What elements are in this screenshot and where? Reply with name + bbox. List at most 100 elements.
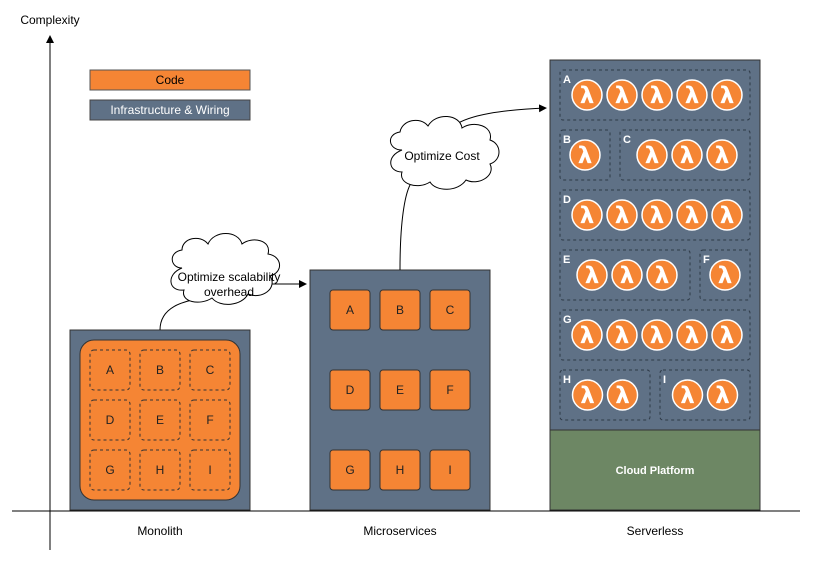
monolith-module — [139, 349, 181, 391]
column-label-serverless: Serverless — [627, 524, 684, 538]
microservice — [429, 369, 471, 411]
lambda-symbol: λ — [615, 203, 630, 229]
lambda-function-icon — [606, 199, 638, 231]
cloud-optimize-cost: Optimize Cost — [390, 116, 500, 190]
microservice-label: B — [396, 303, 404, 317]
transition-arrow-cost-end — [454, 104, 547, 126]
lambda-symbol: λ — [615, 83, 630, 109]
lambda-symbol: λ — [655, 263, 670, 289]
lambda-symbol: λ — [680, 383, 695, 409]
lambda-symbol: λ — [580, 383, 595, 409]
serverless-infrastructure — [549, 59, 761, 431]
serverless-group-label: G — [563, 314, 572, 326]
lambda-symbol: λ — [650, 323, 665, 349]
monolith-module — [89, 449, 131, 491]
microservice-label: D — [346, 383, 355, 397]
lambda-symbol: λ — [718, 263, 733, 289]
lambda-symbol: λ — [685, 83, 700, 109]
lambda-function-icon — [606, 319, 638, 351]
lambda-function-icon — [641, 199, 673, 231]
lambda-symbol: λ — [720, 83, 735, 109]
lambda-function-icon — [706, 139, 738, 171]
lambda-function-icon — [571, 379, 604, 411]
lambda-function-icon — [671, 379, 704, 411]
lambda-function-icon — [711, 319, 743, 351]
microservice-label: I — [448, 463, 451, 477]
monolith-module — [89, 349, 131, 391]
serverless-group — [559, 249, 691, 301]
cloud-optimize-scalability-line1: Optimize scalability — [178, 270, 281, 284]
lambda-function-icon — [571, 199, 603, 231]
serverless-group-label: E — [563, 254, 570, 266]
lambda-function-icon — [641, 79, 673, 111]
lambda-symbol: λ — [645, 143, 660, 169]
monolith-module-label: C — [206, 363, 215, 377]
microservice — [379, 449, 421, 491]
microservice-label: H — [396, 463, 405, 477]
monolith-module-label: E — [156, 413, 164, 427]
serverless-group-label: D — [563, 194, 571, 206]
microservice-label: A — [346, 303, 354, 317]
column-label-microservices: Microservices — [363, 524, 436, 538]
serverless-group-label: H — [563, 374, 571, 386]
serverless-group-label: B — [563, 134, 571, 146]
monolith-module-label: A — [106, 363, 114, 377]
lambda-function-icon — [569, 139, 601, 171]
lambda-symbol: λ — [715, 383, 730, 409]
monolith-module-label: B — [156, 363, 164, 377]
lambda-symbol: λ — [720, 323, 735, 349]
lambda-symbol: λ — [650, 83, 665, 109]
monolith-module — [139, 449, 181, 491]
lambda-function-icon — [606, 379, 639, 411]
microservice-label: G — [345, 463, 354, 477]
transition-arrow-cost — [399, 184, 411, 271]
lambda-symbol: λ — [615, 323, 630, 349]
serverless-group-label: I — [663, 374, 666, 386]
microservice — [429, 449, 471, 491]
lambda-symbol: λ — [615, 383, 630, 409]
microservice-label: E — [396, 383, 404, 397]
lambda-symbol: λ — [580, 83, 595, 109]
legend-code-label: Code — [156, 73, 185, 87]
lambda-function-icon — [641, 319, 673, 351]
monolith-module-label: H — [156, 463, 165, 477]
lambda-function-icon — [706, 379, 739, 411]
lambda-function-icon — [606, 79, 638, 111]
microservice — [329, 289, 371, 331]
monolith-module — [139, 399, 181, 441]
lambda-symbol: λ — [685, 203, 700, 229]
serverless-group-label: C — [623, 134, 631, 146]
monolith-module-label: I — [208, 463, 211, 477]
cloud-optimize-cost-label: Optimize Cost — [404, 149, 480, 163]
legend-infrastructure-swatch — [89, 99, 251, 121]
lambda-symbol: λ — [650, 203, 665, 229]
lambda-function-icon — [711, 199, 743, 231]
serverless-group-label: F — [703, 254, 710, 266]
y-axis-label: Complexity — [20, 13, 79, 27]
serverless-group — [619, 129, 751, 181]
microservice — [429, 289, 471, 331]
legend: Code Infrastructure & Wiring — [89, 69, 251, 121]
lambda-function-icon — [711, 79, 743, 111]
serverless-group — [559, 369, 651, 421]
lambda-function-icon — [636, 139, 668, 171]
legend-code-swatch — [89, 69, 251, 91]
microservice — [329, 449, 371, 491]
monolith-module — [189, 399, 231, 441]
cloud-platform-label: Cloud Platform — [616, 465, 695, 477]
lambda-function-icon — [611, 259, 643, 291]
lambda-function-icon — [576, 259, 608, 291]
lambda-symbol: λ — [620, 263, 635, 289]
lambda-symbol: λ — [680, 143, 695, 169]
microservice — [329, 369, 371, 411]
legend-infrastructure-label: Infrastructure & Wiring — [110, 103, 229, 117]
monolith-module — [189, 449, 231, 491]
lambda-function-icon — [571, 319, 603, 351]
serverless-group — [559, 189, 751, 241]
lambda-function-icon — [709, 259, 741, 291]
monolith-module-label: F — [206, 413, 213, 427]
lambda-function-icon — [671, 139, 703, 171]
